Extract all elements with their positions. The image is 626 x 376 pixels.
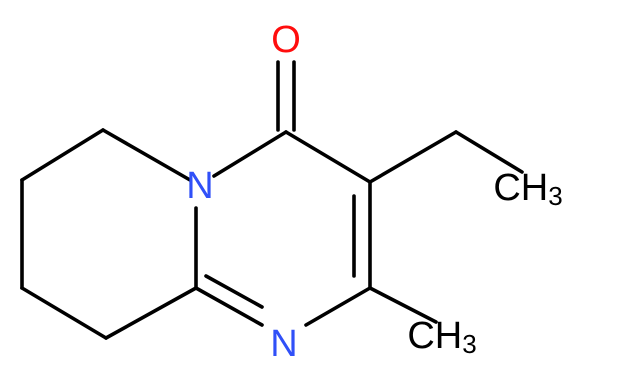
ethyl-methyl-label: CH3 <box>493 167 562 211</box>
methyl-subscript: 3 <box>462 329 476 359</box>
bond-methyl <box>368 286 438 324</box>
bond-c2-n1 <box>304 286 372 327</box>
bond-ring-a <box>101 128 192 182</box>
bond-n-c4 <box>212 130 288 178</box>
ring-nitrogen-atom-label: N <box>186 165 213 207</box>
bonds <box>20 60 524 340</box>
ethyl-methyl-main: CH <box>493 167 548 209</box>
methyl-main: CH <box>407 315 462 357</box>
bond-c4-c3 <box>284 130 372 184</box>
bond-ring-d <box>20 286 108 340</box>
methyl-label: CH3 <box>407 315 476 359</box>
bond-n1-c8a <box>194 286 264 327</box>
imine-nitrogen-atom-label: N <box>270 323 297 365</box>
bond-n1-c8a-double <box>204 274 264 309</box>
bond-ethyl-a <box>368 130 458 184</box>
oxygen-atom-label: O <box>271 19 301 61</box>
bond-ring-e <box>104 286 198 340</box>
bond-ethyl-b <box>454 130 524 174</box>
atom-labels: O N N CH3 CH3 <box>186 19 562 365</box>
bond-ring-b <box>20 128 105 182</box>
ethyl-methyl-subscript: 3 <box>548 181 562 211</box>
